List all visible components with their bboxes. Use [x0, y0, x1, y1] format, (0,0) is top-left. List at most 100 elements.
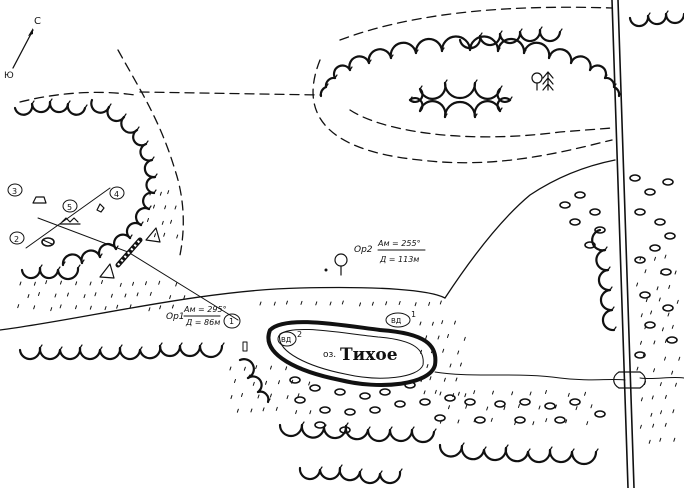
- landmark-2-label: 2: [14, 235, 19, 244]
- meadow-tick: [453, 320, 456, 325]
- bush-mark: [474, 416, 486, 424]
- meadow-tick: [398, 300, 401, 305]
- meadow-tick: [671, 370, 674, 375]
- meadow-tick: [50, 307, 53, 312]
- meadow-tick: [152, 204, 155, 209]
- forest-edge-mark: [332, 64, 352, 80]
- bush-mark: [594, 226, 606, 234]
- meadow-tick: [233, 378, 236, 383]
- meadow-tick: [136, 292, 139, 297]
- forest-edge-tick: [62, 261, 66, 266]
- meadow-tick: [658, 297, 661, 302]
- forest-edge-mark: [526, 448, 552, 464]
- landmark-3-label: 3: [12, 187, 17, 196]
- meadow-tick: [554, 404, 557, 409]
- meadow-tick: [486, 406, 489, 411]
- meadow-tick: [668, 284, 671, 289]
- meadow-tick: [429, 376, 432, 381]
- forest-edge-mark: [113, 233, 132, 251]
- forest-edge-mark: [38, 346, 62, 361]
- meadow-tick: [455, 377, 458, 382]
- meadow-tick: [159, 305, 162, 310]
- bush-mark: [666, 336, 678, 344]
- forest-edge-mark: [58, 346, 82, 361]
- conifer-icon: [531, 71, 554, 91]
- forest-edge-mark: [142, 191, 156, 211]
- meadow-tick: [651, 395, 654, 400]
- forest-edge-tick: [559, 28, 563, 33]
- meadow-tick: [59, 280, 62, 285]
- meadow-tick: [285, 300, 288, 305]
- compass-south-label: Ю: [4, 71, 14, 81]
- forest-edge-mark: [13, 102, 34, 116]
- meadow-tick: [164, 205, 167, 210]
- bush-mark: [359, 392, 371, 400]
- meadow-tick: [532, 421, 535, 426]
- forest-edge-mark: [120, 115, 139, 134]
- forest-edge-tick: [84, 104, 88, 109]
- bush-mark: [444, 394, 456, 402]
- dashed-paths: [19, 6, 613, 256]
- bush-mark: [519, 398, 531, 406]
- meadow-tick: [269, 365, 272, 370]
- meadow-tick: [159, 191, 162, 196]
- meadow-tick: [33, 281, 36, 286]
- meadow-tick: [230, 395, 233, 400]
- bush-mark: [584, 241, 596, 249]
- meadow-tick: [676, 299, 679, 304]
- meadow-tick: [257, 394, 260, 399]
- meadow-tick: [170, 219, 173, 224]
- meadow-tick: [644, 269, 647, 274]
- meadow-tick: [659, 382, 662, 387]
- orientir-1-distance: Д = 86м: [185, 318, 220, 327]
- landmark-5-label: 5: [67, 203, 72, 212]
- forest-edge-mark: [599, 288, 614, 312]
- meadow-tick: [544, 389, 547, 394]
- meadow-tick: [457, 391, 460, 396]
- forest-edge-mark: [478, 32, 502, 47]
- bush-mark: [494, 400, 506, 408]
- bridge-icon: [613, 371, 646, 389]
- meadow-tick: [129, 304, 132, 309]
- meadow-tick: [414, 302, 417, 307]
- forest-edge-mark: [460, 444, 486, 461]
- meadow-tick: [229, 366, 232, 371]
- meadow-tick: [575, 406, 578, 411]
- forest-edge-mark: [30, 100, 52, 114]
- lake-prefix: оз.: [323, 350, 336, 360]
- forest-edge-mark: [158, 344, 182, 358]
- meadow-tick: [565, 419, 568, 424]
- forest-edge-mark: [278, 423, 304, 438]
- forest-edge-mark: [482, 446, 508, 462]
- meadow-tick: [45, 280, 48, 285]
- meadow-tick: [567, 392, 570, 397]
- meadow-tick: [169, 295, 172, 300]
- meadow-tick: [443, 377, 446, 382]
- meadow-tick: [664, 394, 667, 399]
- signpost-marker-icon: [242, 341, 248, 352]
- meadow-tick: [309, 410, 312, 415]
- bush-mark: [649, 244, 661, 252]
- forest-edge-mark: [358, 470, 382, 485]
- meadow-tick: [586, 421, 589, 426]
- meadow-tick: [439, 300, 442, 305]
- meadow-tick: [441, 320, 444, 325]
- forest-edge-mark: [318, 466, 342, 481]
- bush-mark: [662, 304, 674, 312]
- meadow-tick: [678, 356, 681, 361]
- meadow-tick: [439, 391, 442, 396]
- bush-mark: [544, 402, 556, 410]
- forest-edge-mark: [522, 41, 551, 60]
- meadow-tick: [639, 424, 642, 429]
- meadow-tick: [640, 313, 643, 318]
- meadow-tick: [674, 270, 677, 275]
- forest-edge-mark: [66, 102, 87, 116]
- forest-edge-mark: [143, 158, 157, 179]
- meadow-tick: [664, 356, 667, 361]
- meadow-tick: [255, 365, 258, 370]
- bush-mark: [594, 410, 606, 418]
- meadow-tick: [538, 405, 541, 410]
- meadow-tick: [297, 393, 300, 398]
- bush-mark: [334, 388, 346, 396]
- meadow-tick: [491, 390, 494, 395]
